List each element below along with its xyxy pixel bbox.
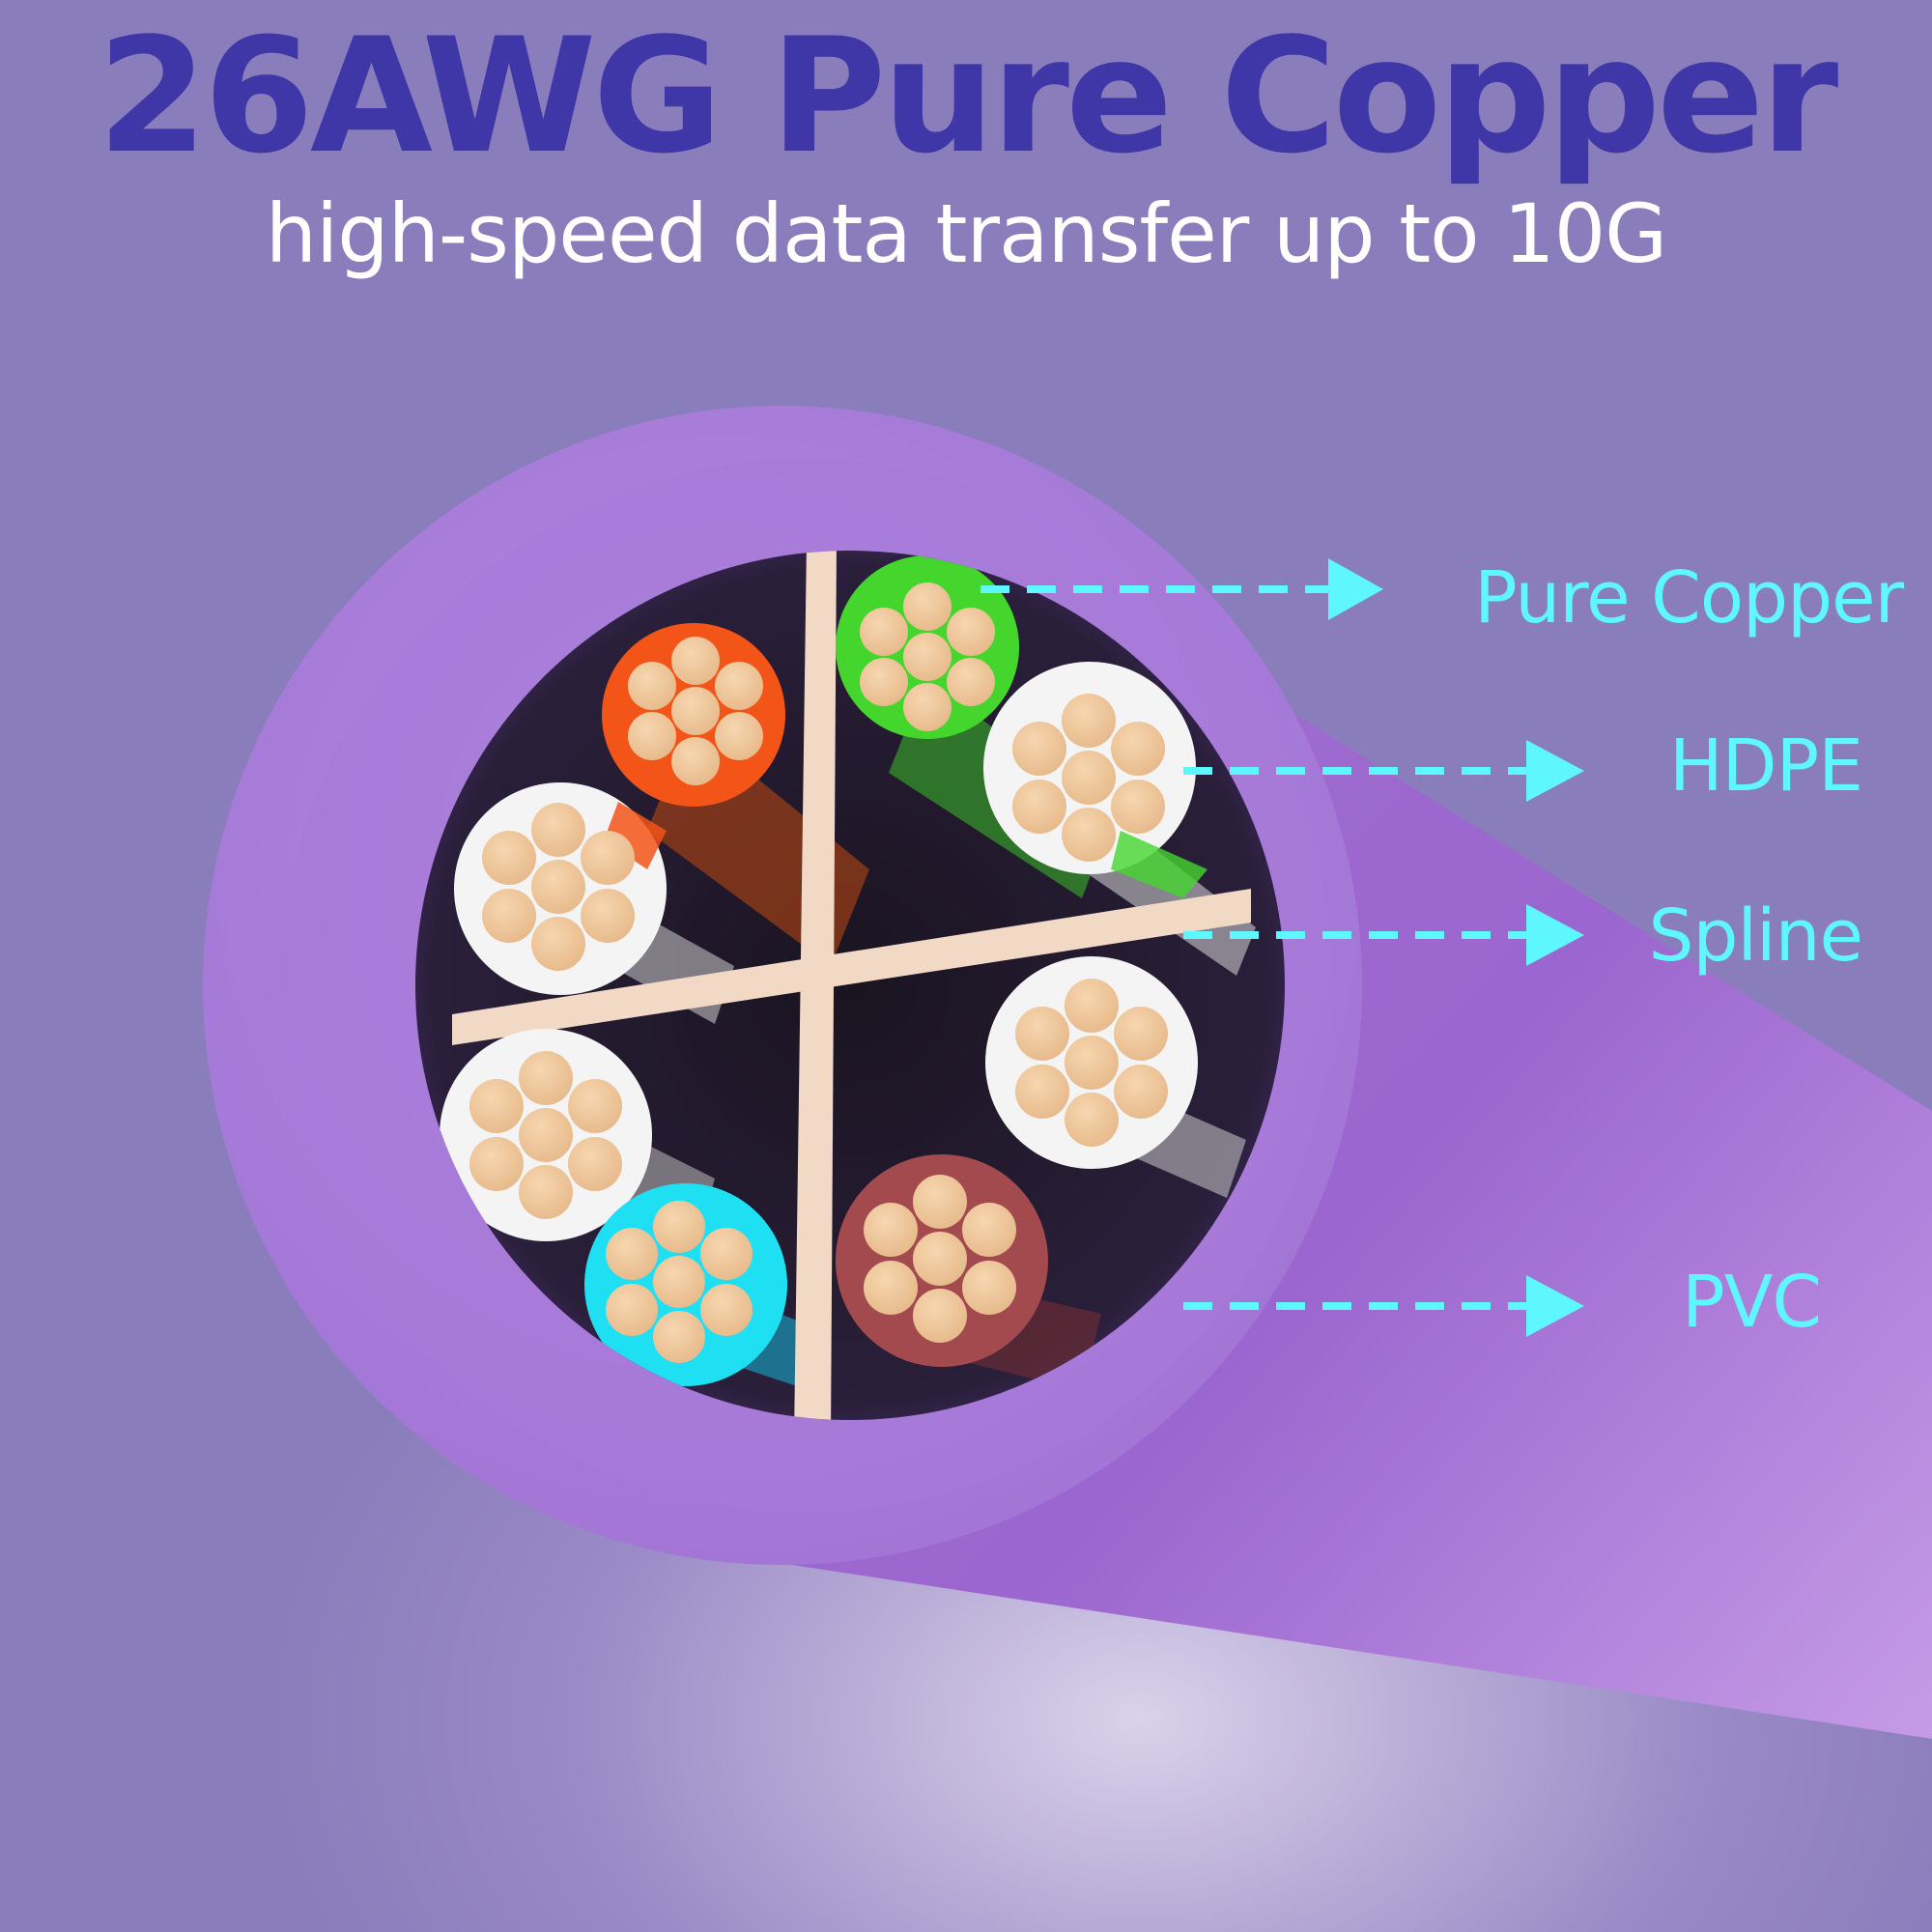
spline-cross [452,551,1251,1420]
copper-strands [860,582,995,731]
copper-strands [469,1051,622,1219]
label-spline: Spline [1648,895,1863,978]
wire-white-orange-stripe [454,782,667,995]
arrowhead-pvc [1526,1275,1584,1337]
wire-white-blue-stripe [440,1029,652,1241]
page-subtitle: high-speed data transfer up to 10G [265,186,1668,281]
wire-brown [836,1154,1048,1367]
wire-white-green-stripe [983,662,1208,898]
copper-strands [482,803,635,971]
copper-strands [1012,694,1165,862]
copper-strands [606,1201,753,1363]
wire-white-brown-stripe [985,956,1198,1169]
copper-strands [1015,979,1168,1147]
label-hdpe: HDPE [1668,724,1863,808]
wire-cyan [584,1183,787,1386]
label-pure-copper: Pure Copper [1474,556,1904,639]
arrowhead-spline [1526,904,1584,966]
wire-green [836,555,1019,739]
page-title: 26AWG Pure Copper [97,4,1838,188]
wire-orange [602,623,785,807]
arrowhead-hdpe [1526,740,1584,802]
label-pvc: PVC [1682,1261,1822,1344]
copper-strands [864,1175,1016,1343]
copper-strands [628,637,763,785]
arrowhead-pure-copper [1328,558,1383,620]
